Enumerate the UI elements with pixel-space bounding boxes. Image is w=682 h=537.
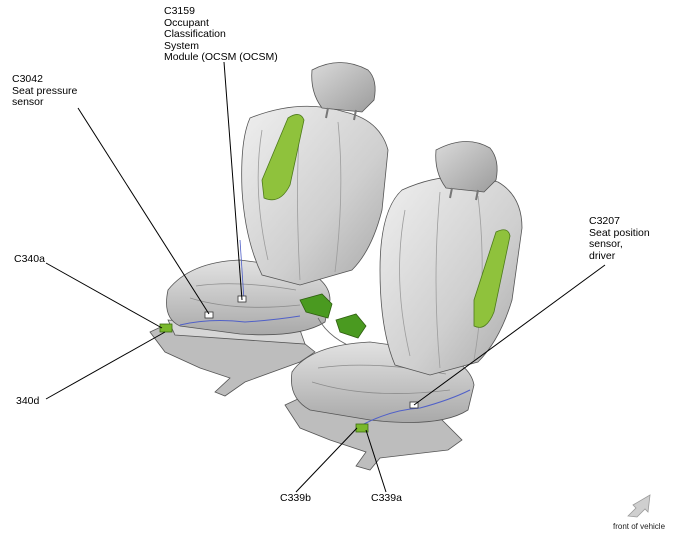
leader-c340a (45, 262, 163, 329)
callout-c3159: C3159 Occupant Classification System Mod… (164, 5, 278, 63)
passenger-seat (149, 62, 389, 397)
front-of-vehicle-label: front of vehicle (613, 522, 666, 531)
passenger-side-airbag (261, 114, 305, 201)
callout-c3042: C3042 Seat pressure sensor (12, 73, 78, 108)
driver-side-airbag (473, 229, 511, 328)
leader-c3042 (77, 107, 210, 315)
driver-headrest (435, 141, 498, 193)
callout-c339a: C339a (371, 492, 402, 504)
leader-c339a (365, 429, 387, 493)
buckle-right (335, 313, 367, 339)
leader-c340d (45, 331, 166, 400)
leader-c3207 (413, 264, 606, 406)
leader-c339b (295, 427, 358, 493)
front-of-vehicle-arrow (627, 494, 651, 518)
leader-c3159 (223, 61, 243, 301)
buckle-left (299, 293, 333, 319)
seat-belt-buckles (299, 293, 367, 351)
callout-c3207: C3207 Seat position sensor, driver (589, 215, 650, 262)
driver-seat-wiring (359, 389, 471, 427)
callout-340d: 340d (16, 395, 40, 407)
callout-c339b: C339b (280, 492, 311, 504)
driver-seat (284, 141, 523, 471)
passenger-headrest (311, 62, 376, 113)
leader-lines (45, 61, 606, 493)
callout-c340a: C340a (14, 253, 45, 265)
passenger-seat-wiring (179, 315, 301, 326)
